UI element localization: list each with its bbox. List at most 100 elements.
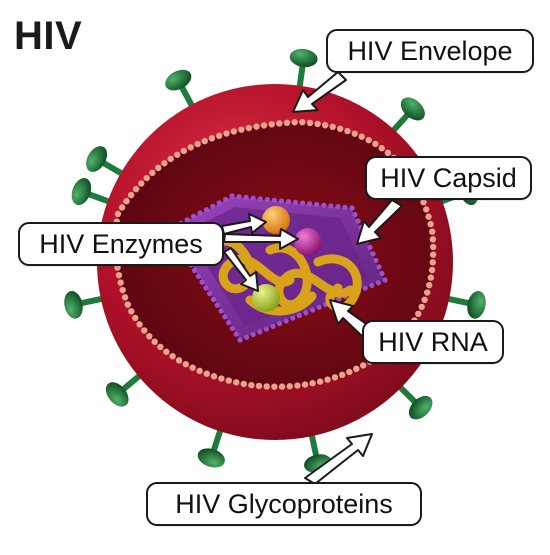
membrane-bead (128, 308, 135, 315)
capsid-bead (296, 312, 302, 319)
membrane-bead (132, 314, 139, 322)
membrane-bead (268, 121, 275, 128)
capsid-bead (375, 280, 382, 286)
membrane-bead (194, 140, 201, 148)
membrane-bead (182, 360, 189, 368)
membrane-bead (384, 149, 392, 157)
pointer-arrows (221, 71, 403, 485)
membrane-bead (124, 301, 132, 308)
membrane-bead (119, 286, 126, 294)
membrane-bead (238, 126, 245, 133)
membrane-bead (423, 289, 431, 296)
membrane-bead (372, 140, 379, 148)
capsid-bead (233, 331, 239, 337)
membrane-bead (283, 119, 291, 127)
enzyme-orange (262, 206, 290, 234)
label-hiv-capsid: HIV Capsid (365, 156, 532, 200)
membrane-bead (201, 137, 208, 145)
capsid-bead (214, 302, 220, 308)
capsid-bead (223, 196, 229, 202)
capsid-bead (370, 251, 376, 257)
capsid-bead (379, 270, 385, 277)
capsid-bead (309, 307, 316, 313)
membrane-bead (429, 259, 436, 266)
membrane-bead (421, 296, 428, 304)
membrane-bead (146, 333, 153, 340)
membrane-bead (208, 135, 216, 142)
membrane-bead (203, 370, 210, 377)
membrane-bead (132, 185, 140, 193)
membrane-bead (123, 197, 130, 205)
membrane-bead (291, 119, 298, 126)
enzyme-magenta (294, 228, 322, 256)
membrane-bead (255, 382, 263, 390)
membrane-bead (278, 383, 286, 390)
membrane-bead (114, 210, 122, 218)
membrane-bead (331, 374, 339, 381)
membrane-bead (378, 145, 385, 152)
capsid-bead (316, 304, 322, 310)
capsid-bead (283, 318, 289, 324)
arrow-enzyme-orange (221, 213, 267, 235)
capsid-bead (226, 320, 232, 326)
membrane-bead (314, 120, 321, 128)
capsid-bead (336, 296, 342, 302)
membrane-bead (118, 204, 126, 211)
membrane-bead (115, 271, 123, 279)
capsid-bead (373, 257, 379, 263)
capsid-bead (303, 310, 309, 316)
capsid-bead (321, 202, 327, 208)
glycoprotein-knob (289, 48, 318, 68)
arrow-capsid (356, 199, 403, 245)
membrane-bead (344, 127, 351, 135)
membrane-bead (316, 378, 324, 385)
membrane-bead (180, 147, 188, 155)
membrane-bead (365, 136, 372, 144)
membrane-bead (121, 294, 129, 301)
membrane-bead (155, 164, 162, 172)
membrane-bead (175, 357, 183, 364)
arrow-envelope (292, 71, 347, 113)
capsid-bead (355, 218, 361, 224)
membrane-bead (240, 380, 247, 388)
capsid-bead (222, 314, 228, 320)
membrane-bead (253, 123, 260, 130)
capsid-bead (263, 326, 269, 332)
membrane-bead (196, 367, 203, 375)
membrane-bead (174, 151, 181, 158)
membrane-bead (415, 310, 422, 318)
capsid-bead (243, 194, 249, 201)
capsid-bead (342, 204, 348, 210)
membrane-bead (141, 327, 148, 334)
capsid-bead (218, 308, 224, 314)
glycoprotein-knob (165, 69, 192, 91)
membrane-bead (218, 375, 225, 382)
capsid-bead (314, 201, 320, 208)
capsid-bead (382, 277, 388, 283)
membrane-bead (360, 362, 367, 369)
membrane-bead (248, 381, 255, 389)
membrane-bead (163, 348, 170, 355)
capsid-bead (352, 211, 358, 218)
membrane-bead (329, 123, 336, 131)
glycoprotein-knob (86, 146, 108, 172)
capsid-bead (307, 201, 313, 207)
capsid-bead (237, 337, 243, 343)
membrane-bead (338, 371, 346, 379)
label-hiv-enzymes: HIV Enzymes (18, 222, 224, 266)
glycoprotein-knob (400, 97, 425, 121)
membrane-bead (151, 338, 158, 345)
capsid-bead (369, 282, 375, 289)
membrane-bead (215, 132, 223, 140)
arrow-enzyme-green (223, 247, 259, 292)
capsid-bead (199, 279, 205, 285)
capsid-bead (264, 196, 270, 203)
membrane-bead (427, 220, 434, 228)
arrow-rna (329, 299, 373, 339)
membrane-bead (161, 160, 168, 167)
capsid-bead (210, 296, 217, 303)
membrane-bead (143, 174, 150, 182)
capsid-bead (191, 213, 197, 219)
label-hiv-glycoproteins: HIV Glycoproteins (146, 482, 422, 526)
